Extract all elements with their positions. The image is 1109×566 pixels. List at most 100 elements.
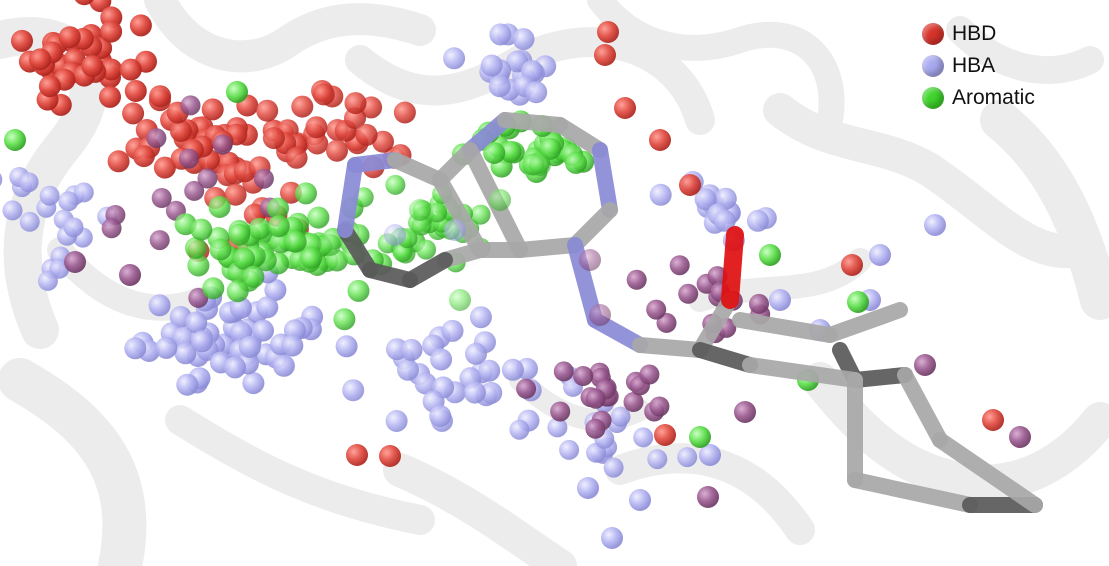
red-sphere xyxy=(379,445,401,467)
green-sphere xyxy=(208,196,231,218)
blue-sphere xyxy=(629,489,651,511)
green-sphere xyxy=(248,217,271,240)
ligand-bond xyxy=(497,112,568,133)
green-sphere xyxy=(190,218,213,241)
legend-item-hbd: HBD xyxy=(922,18,1035,50)
ligand-bond xyxy=(567,202,618,253)
blue-sphere xyxy=(2,200,23,221)
green-sphere xyxy=(347,279,370,302)
purple-sphere xyxy=(146,128,167,149)
green-sphere xyxy=(847,291,869,313)
purple-sphere xyxy=(579,249,601,271)
green-sphere xyxy=(185,237,207,259)
purple-sphere xyxy=(180,95,201,116)
purple-sphere xyxy=(101,218,122,239)
blue-sphere xyxy=(39,185,60,206)
green-sphere xyxy=(202,277,225,300)
red-sphere xyxy=(597,21,619,43)
legend-label-hbd: HBD xyxy=(952,22,997,45)
purple-sphere xyxy=(188,287,209,308)
purple-sphere xyxy=(626,269,647,290)
green-sphere xyxy=(4,129,26,151)
blue-sphere xyxy=(478,359,501,382)
blue-sphere xyxy=(444,219,466,241)
blue-sphere xyxy=(264,279,287,301)
blue-sphere xyxy=(256,296,279,319)
green-sphere xyxy=(427,202,448,223)
red-sphere xyxy=(129,14,152,37)
purple-sphere xyxy=(119,264,141,286)
red-sphere xyxy=(346,444,368,466)
purple-sphere xyxy=(149,230,170,251)
red-sphere xyxy=(132,145,155,168)
purple-sphere xyxy=(914,354,936,376)
purple-sphere xyxy=(178,148,199,169)
blue-sphere xyxy=(37,270,58,291)
ligand-bond xyxy=(732,312,838,343)
green-sphere xyxy=(242,265,265,288)
green-sphere xyxy=(209,238,232,261)
purple-sphere xyxy=(734,401,756,423)
blue-sphere xyxy=(647,449,668,470)
blue-sphere xyxy=(63,217,84,238)
blue-sphere xyxy=(699,444,721,466)
red-sphere xyxy=(982,409,1004,431)
ligand-bond xyxy=(897,367,948,448)
red-sphere xyxy=(149,85,172,108)
blue-sphere xyxy=(124,337,147,360)
ligand-bond xyxy=(822,302,908,343)
red-sphere xyxy=(594,44,616,66)
legend: HBD HBA Aromatic xyxy=(922,18,1035,114)
red-sphere xyxy=(305,116,328,139)
green-sphere xyxy=(267,197,289,220)
blue-sphere xyxy=(559,439,580,460)
green-sphere xyxy=(300,246,323,269)
green-sphere xyxy=(470,204,491,225)
purple-sphere xyxy=(678,283,699,304)
blue-sphere xyxy=(397,358,419,381)
blue-sphere xyxy=(229,297,252,319)
hba-sphere-icon xyxy=(922,55,944,77)
blue-sphere xyxy=(525,81,548,104)
green-sphere xyxy=(409,199,431,221)
red-sphere xyxy=(344,92,367,115)
blue-sphere xyxy=(414,372,437,395)
blue-sphere xyxy=(577,477,599,499)
red-sphere xyxy=(841,254,863,276)
blue-sphere xyxy=(694,188,717,211)
red-sphere xyxy=(312,83,335,106)
ligand-bond xyxy=(932,432,1043,513)
red-sphere xyxy=(119,58,142,81)
ligand-bond xyxy=(387,152,448,188)
red-sphere xyxy=(285,146,308,169)
purple-sphere xyxy=(639,364,660,385)
red-sphere xyxy=(107,150,130,173)
green-sphere xyxy=(228,223,251,246)
pharmacophore-spheres xyxy=(0,0,1031,549)
blue-sphere xyxy=(174,342,197,365)
blue-sphere xyxy=(463,381,486,404)
red-sphere xyxy=(654,424,676,446)
blue-sphere xyxy=(58,191,79,212)
ligand-bond xyxy=(847,367,913,388)
blue-sphere xyxy=(430,348,453,371)
red-sphere xyxy=(81,55,104,78)
red-sphere xyxy=(224,183,247,206)
blue-sphere xyxy=(547,417,568,438)
hbd-sphere-icon xyxy=(922,23,944,45)
blue-sphere xyxy=(148,294,171,317)
red-sphere xyxy=(11,29,33,52)
blue-sphere xyxy=(469,306,492,329)
red-sphere xyxy=(124,80,147,102)
green-sphere xyxy=(411,215,432,236)
ligand-bond xyxy=(512,237,583,258)
green-sphere xyxy=(267,215,290,238)
purple-sphere xyxy=(589,304,611,326)
blue-sphere xyxy=(385,410,408,432)
purple-sphere xyxy=(553,361,574,382)
purple-sphere xyxy=(184,180,205,201)
ligand-bond xyxy=(337,157,363,238)
green-sphere xyxy=(499,140,522,163)
green-sphere xyxy=(565,151,587,174)
blue-sphere xyxy=(342,379,365,402)
